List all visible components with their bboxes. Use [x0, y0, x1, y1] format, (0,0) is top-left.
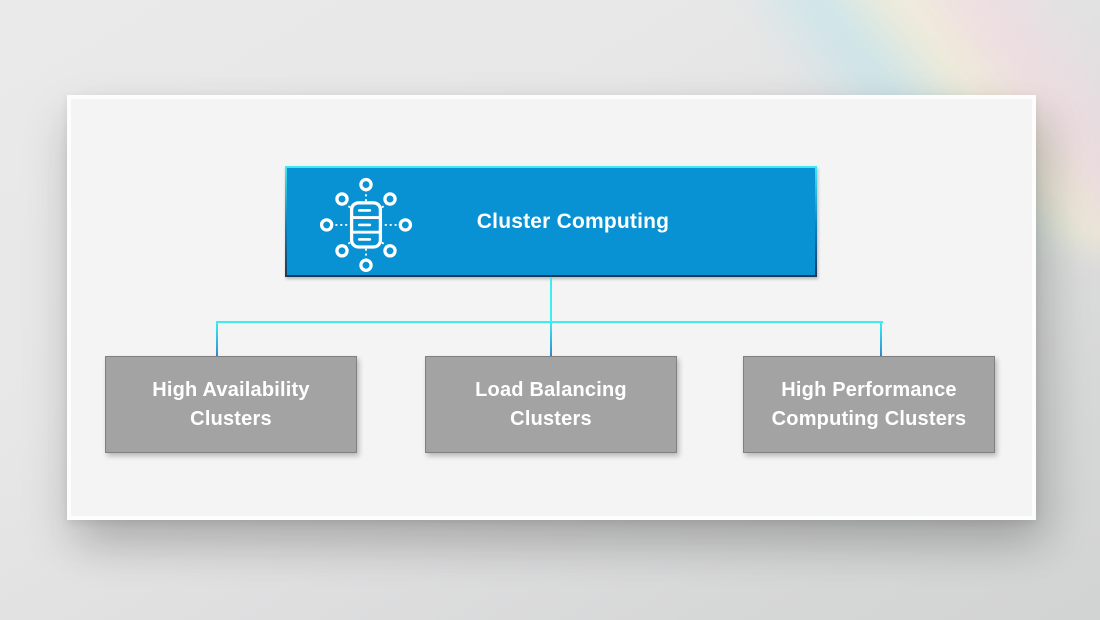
- root-node-cluster-computing: Cluster Computing: [285, 166, 817, 277]
- child-node-label: High Availability Clusters: [152, 378, 310, 430]
- connector-stem: [550, 277, 552, 356]
- child-node-label: Load Balancing Clusters: [475, 378, 627, 430]
- child-node-high-availability: High Availability Clusters: [105, 356, 357, 453]
- connector-left-drop: [216, 322, 218, 356]
- connector-horizontal: [216, 321, 883, 323]
- child-node-label: High Performance Computing Clusters: [771, 378, 967, 430]
- diagram-card: Cluster Computing High Availability Clus…: [67, 95, 1036, 520]
- connector-right-drop: [880, 322, 882, 356]
- child-node-load-balancing: Load Balancing Clusters: [425, 356, 677, 453]
- root-node-label: Cluster Computing: [476, 209, 670, 233]
- root-node-body: Cluster Computing: [287, 168, 815, 275]
- cluster-network-icon: [319, 177, 413, 272]
- child-node-high-performance: High Performance Computing Clusters: [743, 356, 995, 453]
